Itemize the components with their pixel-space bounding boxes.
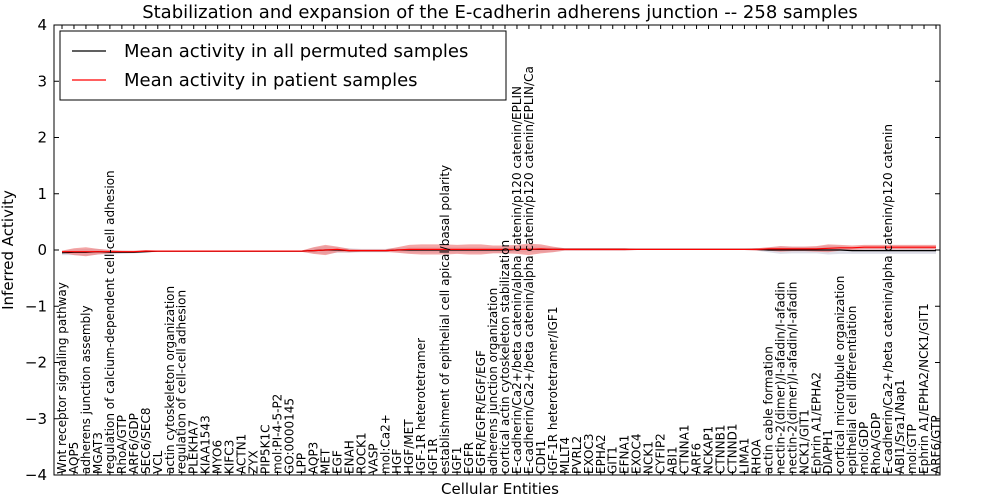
entity-label: MET — [318, 448, 332, 474]
entity-label: KIAA1543 — [199, 415, 213, 474]
entity-label: MLLT4 — [558, 437, 572, 474]
y-tick-label: 0 — [37, 241, 47, 259]
y-tick-label: −2 — [25, 354, 47, 372]
entity-label: ARF6/GDP — [127, 413, 141, 474]
entity-label: AQP5 — [67, 442, 81, 474]
y-tick-label: −3 — [25, 410, 47, 428]
entity-label: ENAH — [342, 440, 356, 474]
entity-label: ACTN1 — [235, 434, 249, 474]
entity-label: MGAT3 — [91, 432, 105, 474]
legend-box — [59, 30, 507, 101]
entity-label: EGFR — [462, 442, 476, 474]
entity-label: cortical actin cytoskeleton stabilizatio… — [498, 240, 512, 474]
entity-label: KIFC3 — [223, 440, 237, 474]
y-tick-label: 2 — [37, 129, 47, 147]
entity-label: mol:Ca2+ — [378, 414, 392, 474]
entity-label: regulation of cell-cell adhesion — [175, 290, 189, 474]
entity-label: IGF-1R heterotetramer/IGF1 — [546, 307, 560, 474]
entity-label: mol:GDP — [857, 422, 871, 474]
x-axis-title: Cellular Entities — [441, 480, 559, 498]
entity-label: EPHA2 — [594, 434, 608, 474]
entity-label: mol:PI-4-5-P2 — [271, 394, 285, 474]
entity-label: IGF1R — [426, 438, 440, 474]
y-tick-label: 1 — [37, 185, 47, 203]
entity-label: nectin-2(dimer)/I-afadin/I-afadin — [773, 282, 787, 474]
entity-label: VCL — [151, 450, 165, 474]
entity-label: adherens junction organization — [486, 288, 500, 474]
entity-label: ARF6 — [690, 443, 704, 474]
entity-label: Ephrin A1/EPHA2/NCK1/GIT1 — [917, 303, 931, 474]
entity-label: CTNNA1 — [678, 424, 692, 474]
entity-label: NCKAP1 — [702, 426, 716, 474]
entity-label: epithelial cell differentiation — [845, 306, 859, 474]
entity-label: AQP3 — [306, 442, 320, 474]
entity-label: GO:0000145 — [283, 398, 297, 474]
entity-label: ZYX — [247, 450, 261, 474]
entity-label: PVRL2 — [570, 436, 584, 474]
entity-label: IGF-1R heterotetramer — [414, 338, 428, 474]
entity-label: LIMA1 — [737, 438, 751, 474]
entity-label: EFNA1 — [618, 435, 632, 474]
entity-label: Wnt receptor signaling pathway — [55, 282, 69, 474]
legend-label-patient: Mean activity in patient samples — [124, 70, 418, 91]
entity-label: adherens junction assembly — [79, 305, 93, 474]
entity-label: RHOA — [749, 438, 763, 474]
y-axis-ticks: −4 −3 −2 −1 0 1 2 3 4 — [25, 16, 940, 484]
entity-label: LPP — [295, 453, 309, 474]
entity-label: CTNNB1 — [714, 424, 728, 474]
chart-title: Stabilization and expansion of the E-cad… — [142, 2, 858, 23]
legend: Mean activity in all permuted samples Me… — [59, 30, 507, 101]
entity-label: Ephrin A1/EPHA2 — [809, 372, 823, 474]
entity-label: CTNND1 — [726, 423, 740, 474]
entity-label: cortical microtubule organization — [833, 276, 847, 474]
x-axis-entity-labels: Wnt receptor signaling pathwayAQP5adhere… — [55, 25, 943, 475]
entity-label: mol:GTP — [905, 424, 919, 474]
entity-label: PLEKHA7 — [187, 420, 201, 474]
entity-label: E-cadherin/Ca2+/beta catenin/alpha caten… — [510, 86, 524, 474]
entity-label: NCK1/GIT1 — [797, 409, 811, 474]
entity-label: CYFIP2 — [654, 433, 668, 474]
entity-label: CDH1 — [534, 440, 548, 474]
entity-label: ARF6/GTP — [929, 415, 943, 474]
entity-label: EGF — [330, 450, 344, 474]
entity-label: NCK1 — [642, 441, 656, 474]
entity-label: GIT1 — [606, 446, 620, 474]
y-tick-label: 4 — [37, 16, 47, 34]
y-tick-label: 3 — [37, 72, 47, 90]
entity-label: EGFR/EGFR/EGF/EGF — [474, 350, 488, 474]
entity-label: IGF1 — [450, 447, 464, 474]
entity-label: E-cadherin/Ca2+/beta catenin/alpha caten… — [522, 66, 536, 474]
entity-label: ABI1 — [666, 446, 680, 474]
y-tick-label: −1 — [25, 297, 47, 315]
y-tick-label: −4 — [25, 466, 47, 484]
entity-label: HGF/MET — [402, 419, 416, 474]
entity-label: ABI1/Sra1/Nap1 — [893, 379, 907, 474]
entity-label: MYO6 — [211, 440, 225, 474]
series-line-patient — [62, 246, 936, 253]
series-lines — [61, 246, 936, 254]
entity-label: nectin-2(dimer)/I-afadin/I-afadin — [785, 282, 799, 474]
entity-label: EXOC3 — [582, 434, 596, 475]
entity-label: actin cable formation — [761, 346, 775, 474]
entity-label: VASP — [366, 443, 380, 474]
entity-label: ROCK1 — [354, 432, 368, 474]
legend-label-permuted: Mean activity in all permuted samples — [124, 41, 468, 62]
entity-label: HGF — [390, 449, 404, 474]
entity-label: RhoA/GDP — [869, 413, 883, 474]
y-axis-title: Inferred Activity — [0, 190, 17, 310]
entity-label: E-cadherin/Ca2+/beta catenin/alpha caten… — [881, 124, 895, 474]
entity-label: SEC6/SEC8 — [139, 408, 153, 474]
entity-label: establishment of epithelial cell apical/… — [438, 165, 452, 474]
entity-label: actin cytoskeleton organization — [163, 286, 177, 474]
entity-label: DIAPH1 — [821, 429, 835, 474]
entity-label: PIP5K1C — [259, 424, 273, 474]
entity-label: RhoA/GTP — [115, 415, 129, 474]
entity-label: EXOC4 — [630, 434, 644, 475]
entity-label: regulation of calcium-dependent cell-cel… — [103, 170, 117, 474]
